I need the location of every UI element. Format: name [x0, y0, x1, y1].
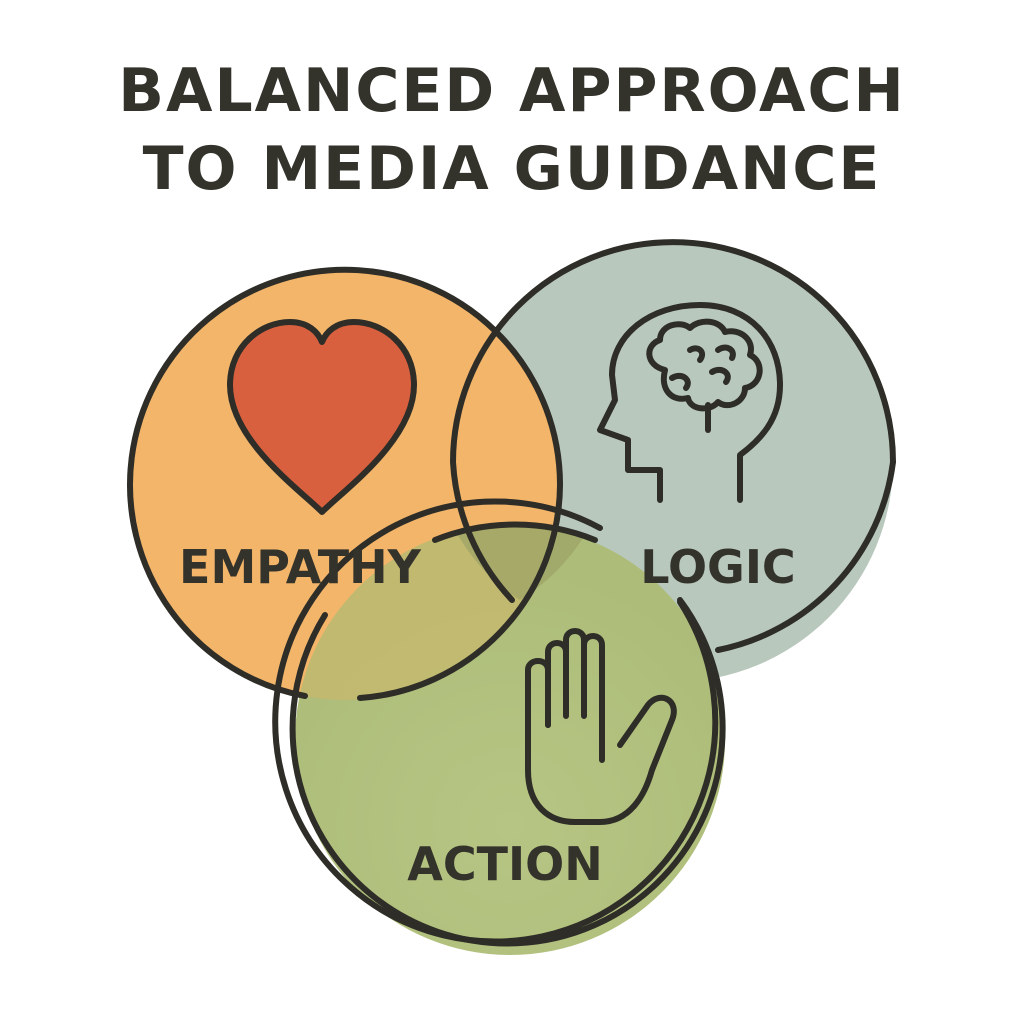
heart-icon	[227, 319, 417, 515]
raised-hand-icon	[525, 628, 677, 825]
diagram-title: BALANCED APPROACH TO MEDIA GUIDANCE	[0, 52, 1024, 208]
label-empathy: EMPATHY	[179, 540, 422, 594]
head-brain-icon	[597, 302, 783, 503]
title-line-2: TO MEDIA GUIDANCE	[142, 134, 882, 204]
logic-outline	[272, 459, 896, 945]
title-line-1: BALANCED APPROACH	[118, 56, 906, 126]
action-outline	[289, 521, 726, 947]
label-action: ACTION	[407, 837, 602, 891]
label-logic: LOGIC	[640, 540, 795, 594]
overlap-region	[295, 525, 560, 700]
